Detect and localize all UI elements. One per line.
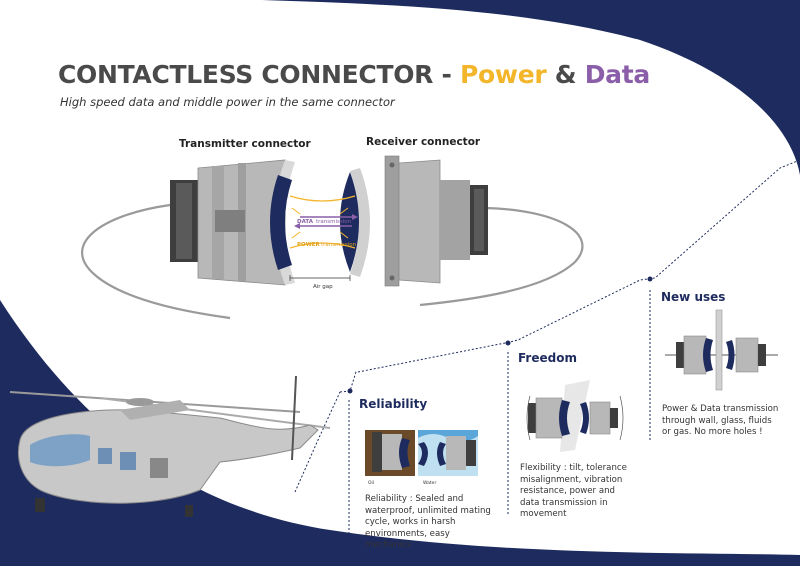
progress-dotted-line [339,159,800,393]
transmitter-cable [81,203,231,320]
page-subtitle: High speed data and middle power in the … [60,95,395,109]
receiver-cable [419,206,584,307]
data-transmission-label: transmission [316,219,352,225]
thumb-oil-label: Oil [368,480,374,486]
freedom-thumbnail [526,380,624,452]
power-word-label: POWER [297,242,321,248]
reliability-thumbnail-water [418,430,478,476]
data-word-label: DATA [297,219,314,225]
newuses-title: New uses [661,290,726,304]
transmitter-label: Transmitter connector [179,138,311,150]
newuses-description: Power & Data transmission through wall, … [662,404,779,438]
title-power: Power [460,60,547,89]
path-marker-freedom [505,340,511,346]
power-transmission-label: transmission [321,242,357,248]
page-title: CONTACTLESS CONNECTOR - Power & Data [58,60,650,89]
thumb-water-label: Water [423,480,436,486]
title-amp: & [554,60,577,89]
transmitter-connector [170,159,295,286]
title-data: Data [584,60,651,89]
reliability-title: Reliability [359,397,428,411]
reliability-thumbnail-oil [365,430,415,476]
transmission-arrows [289,195,358,249]
helicopter-illustration [9,375,331,517]
freedom-title: Freedom [518,351,577,365]
freedom-description: Flexibility : tilt, tolerance misalignme… [520,463,627,520]
newuses-thumbnail [665,309,778,391]
path-marker-newuses [647,276,653,282]
receiver-label: Receiver connector [366,136,481,148]
receiver-connector [340,155,488,287]
navy-top-right-shape [262,0,800,175]
progress-dotted-line-left [294,391,341,493]
title-main: CONTACTLESS CONNECTOR - [58,60,452,89]
navy-bottom-left-shape [0,300,800,566]
reliability-description: Reliability : Sealed and waterproof, unl… [365,494,491,551]
path-marker-reliability [347,388,353,394]
air-gap-label: Air gap [313,284,333,290]
